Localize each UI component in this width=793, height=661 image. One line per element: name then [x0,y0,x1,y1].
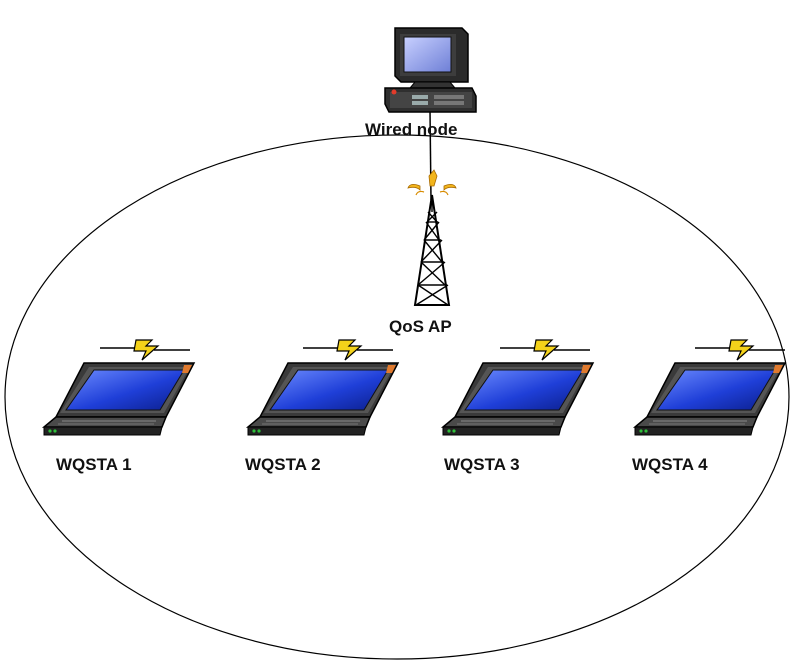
laptop-icon [442,362,594,436]
signal-icon [407,169,457,196]
desktop-computer-icon [384,27,477,113]
laptop-icon [247,362,399,436]
wireless-link-icon [499,339,591,361]
station-label: WQSTA 3 [444,455,520,474]
wireless-link-icon [99,339,191,361]
wireless-link-icon [694,339,786,361]
station-label: WQSTA 1 [56,455,132,474]
laptop-icon [43,362,195,436]
coverage-area [4,134,790,660]
qos-ap-label: QoS AP [389,317,452,336]
station-label: WQSTA 2 [245,455,321,474]
wireless-link-icon [302,339,394,361]
wired-node-label: Wired node [365,120,457,139]
antenna-tower-icon [407,169,457,306]
laptop-icon [634,362,786,436]
station-label: WQSTA 4 [632,455,708,474]
